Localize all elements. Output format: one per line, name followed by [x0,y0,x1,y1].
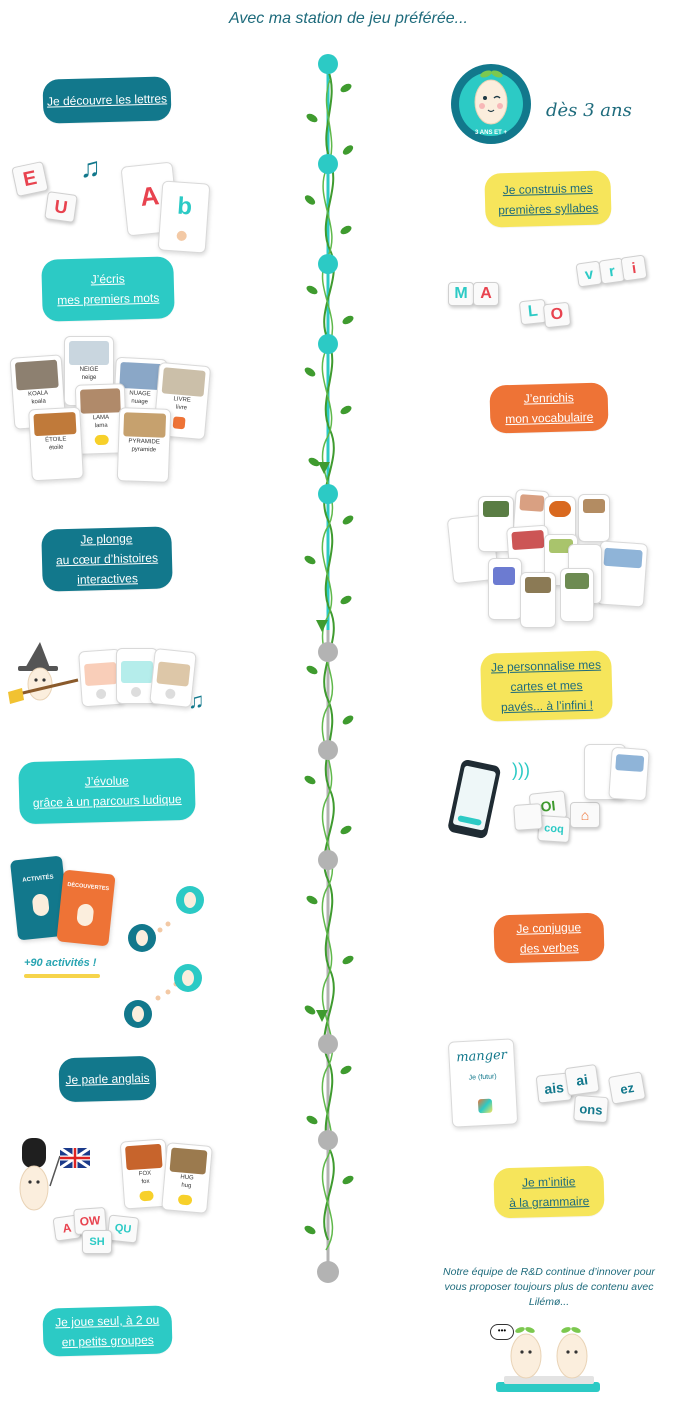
age-badge-text: 3 ANS ET + [475,130,507,136]
feature-letters[interactable]: Je découvre les lettres [42,76,172,124]
syllable-tile-i: i [620,254,648,282]
guard-illustration [16,1138,96,1222]
discoveries-card: DÉCOUVERTES [56,869,116,947]
vocabulary-cards-illustration [446,486,649,636]
phone-illustration [446,759,504,840]
phone-tile-blank [513,803,543,831]
conjugation-card: manger Je (futur) [447,1038,519,1128]
characters-illustration [486,1322,610,1398]
underline-decoration [24,974,100,978]
learning-path-illustration [120,880,220,1030]
letter-tile-u: U [44,191,78,223]
custom-card-2 [608,746,650,802]
footer-note: Notre équipe de R&D continue d’innover p… [443,1266,655,1308]
feature-english[interactable]: Je parle anglais [58,1055,157,1103]
music-note-icon: ♫ [188,688,205,713]
age-badge: 3 ANS ET + [448,58,534,146]
syllable-tile-a: A [473,282,499,306]
english-tile-sh: SH [82,1230,112,1254]
age-label: dès 3 ans [546,100,632,121]
conjugation-tile-ez: ez [607,1071,647,1105]
syllable-tile-o: O [542,301,572,329]
wifi-icon: ))) [512,760,530,780]
conjugation-tile-ons: ons [573,1094,609,1124]
english-card-hug: HUG hug [161,1142,213,1214]
speech-bubble: ••• [490,1324,514,1340]
page-title: Avec ma station de jeu préférée... [229,10,468,27]
activities-count: +90 activités ! [24,957,97,969]
syllable-tile-m: M [448,282,474,306]
conjugation-tile-ai: ai [564,1063,600,1097]
phone-tile-house: ⌂ [570,802,600,828]
music-note-icon: ♫ [80,152,101,183]
word-card-pyramide: PYRAMIDE pyramide [116,407,172,483]
witch-illustration [8,640,80,710]
letter-card-b: b [157,180,211,254]
word-card-etoile: ÉTOILE étoile [28,406,84,482]
